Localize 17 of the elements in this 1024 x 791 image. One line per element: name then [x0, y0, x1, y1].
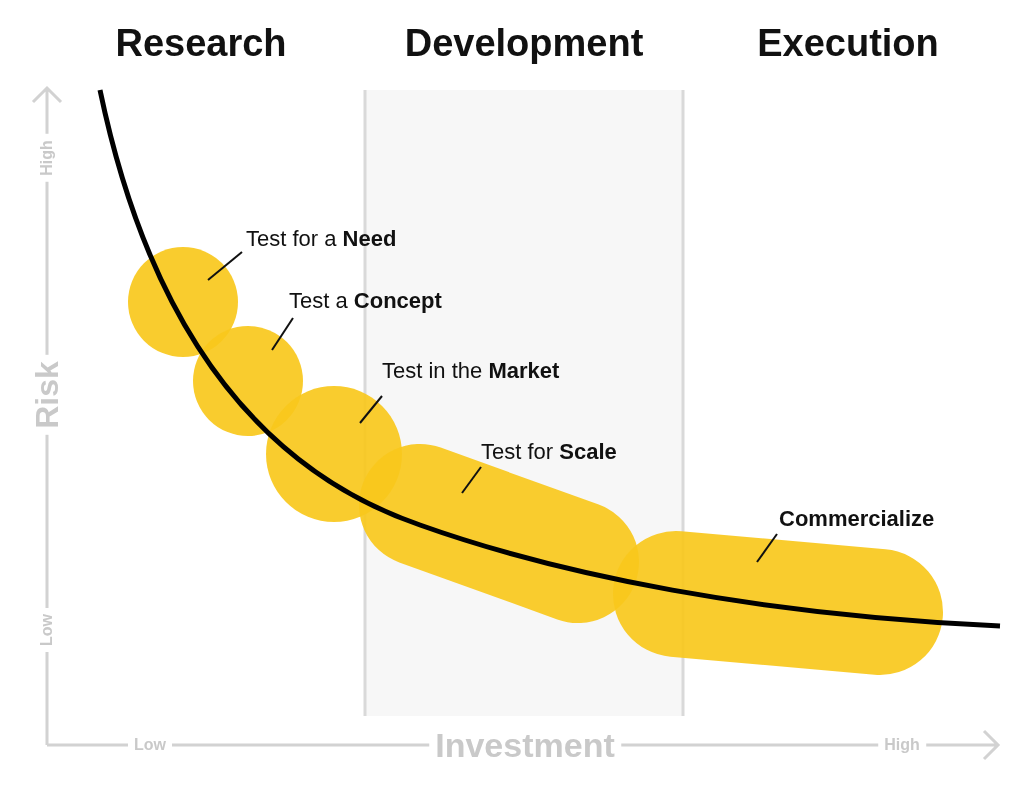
- column-heading: Development: [404, 24, 644, 62]
- leader-line: [359, 395, 383, 424]
- test-stage-circle: [266, 386, 402, 522]
- leader-line: [461, 466, 482, 494]
- test-stage-bar: [359, 444, 639, 623]
- column-heading: Execution: [757, 24, 939, 62]
- test-stage-circle: [193, 326, 303, 436]
- leader-line: [207, 251, 243, 281]
- test-stage-bar: [613, 531, 943, 675]
- stage-label: Test for Scale: [481, 440, 617, 465]
- stage-label: Test for a Need: [246, 227, 397, 252]
- leader-line: [271, 317, 294, 351]
- column-heading: Research: [115, 24, 287, 62]
- stage-label: Commercialize: [779, 507, 935, 532]
- stage-label: Test in the Market: [382, 359, 560, 384]
- test-stage-circle: [128, 247, 238, 357]
- stage-label: Test a Concept: [289, 289, 442, 314]
